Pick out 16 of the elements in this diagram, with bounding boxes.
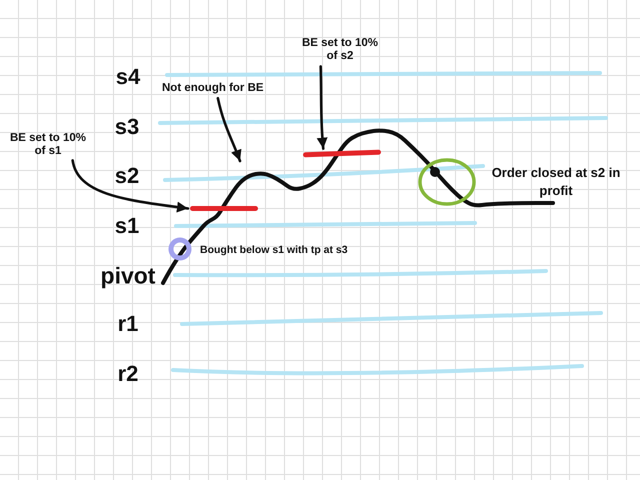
level-label: pivot (100, 264, 156, 288)
breakeven-line (190, 206, 258, 211)
level-label: s4 (116, 66, 140, 88)
level-label: s3 (114, 116, 140, 138)
annotation-text: Bought below s1 with tp at s3 (200, 244, 348, 256)
level-label: r1 (118, 313, 138, 335)
level-label: s1 (114, 215, 140, 237)
arrow (316, 65, 328, 150)
level-label: s2 (114, 165, 140, 187)
arrow (71, 159, 190, 212)
arrow (216, 96, 242, 162)
annotation-text: Not enough for BE (162, 82, 264, 96)
annotation-text: Order closed at s2 in profit (490, 164, 622, 200)
annotation-text: BE set to 10% of s2 (298, 37, 382, 64)
annotation-text: BE set to 10% of s1 (4, 132, 92, 158)
level-label: r2 (118, 363, 138, 385)
